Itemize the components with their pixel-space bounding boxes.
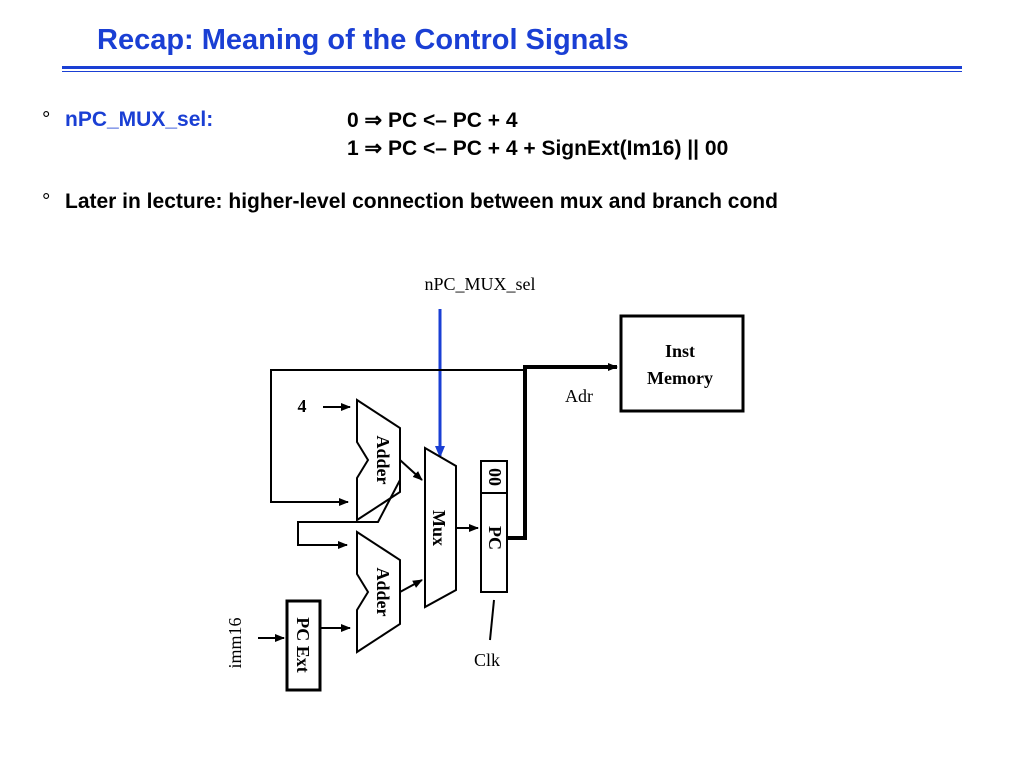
adder-top-to-mux-wire: [399, 459, 423, 481]
slide-title: Recap: Meaning of the Control Signals: [97, 24, 629, 56]
pc-suffix-label: 00: [485, 468, 505, 486]
adder-bottom: [356, 530, 401, 654]
bullet-value-line-2: 1 ⇒ PC <– PC + 4 + SignExt(Im16) || 00: [347, 137, 729, 160]
adder-top: [356, 398, 401, 522]
bullet-marker: °: [42, 108, 51, 131]
inst-memory-label-line2: Memory: [647, 368, 713, 388]
pc-feedback-wire: [270, 369, 525, 506]
adder-bottom-to-mux-wire: [399, 579, 423, 593]
mux-label: Mux: [429, 510, 449, 546]
imm16-label: imm16: [225, 617, 245, 668]
adder-bottom-label: Adder: [373, 568, 393, 617]
title-underline-thin: [62, 71, 962, 72]
pc-to-memory-wire: [507, 363, 618, 540]
title-underline-thick: [62, 66, 962, 69]
adder-top-to-adder-bottom-wire: [297, 479, 401, 549]
const-four-label: 4: [298, 396, 307, 416]
bullet-text: Later in lecture: higher-level connectio…: [65, 190, 778, 213]
inst-memory-label-line1: Inst: [665, 341, 695, 361]
bullet-marker: °: [42, 190, 51, 213]
bullet-label: nPC_MUX_sel:: [65, 108, 214, 131]
pc-label: PC: [485, 526, 505, 550]
pc-ext-label: PC Ext: [293, 617, 313, 673]
clk-label: Clk: [474, 650, 500, 670]
pc-ext-block: [285, 599, 322, 692]
adder-top-label: Adder: [373, 436, 393, 485]
adr-label: Adr: [565, 386, 593, 406]
npc-mux-sel-label: nPC_MUX_sel: [424, 274, 535, 294]
bullet-value-line-1: 0 ⇒ PC <– PC + 4: [347, 109, 518, 132]
clk-wire: [489, 599, 495, 641]
mux-block: [424, 446, 457, 609]
pc-register: [480, 460, 508, 593]
inst-memory-block: [619, 314, 745, 413]
